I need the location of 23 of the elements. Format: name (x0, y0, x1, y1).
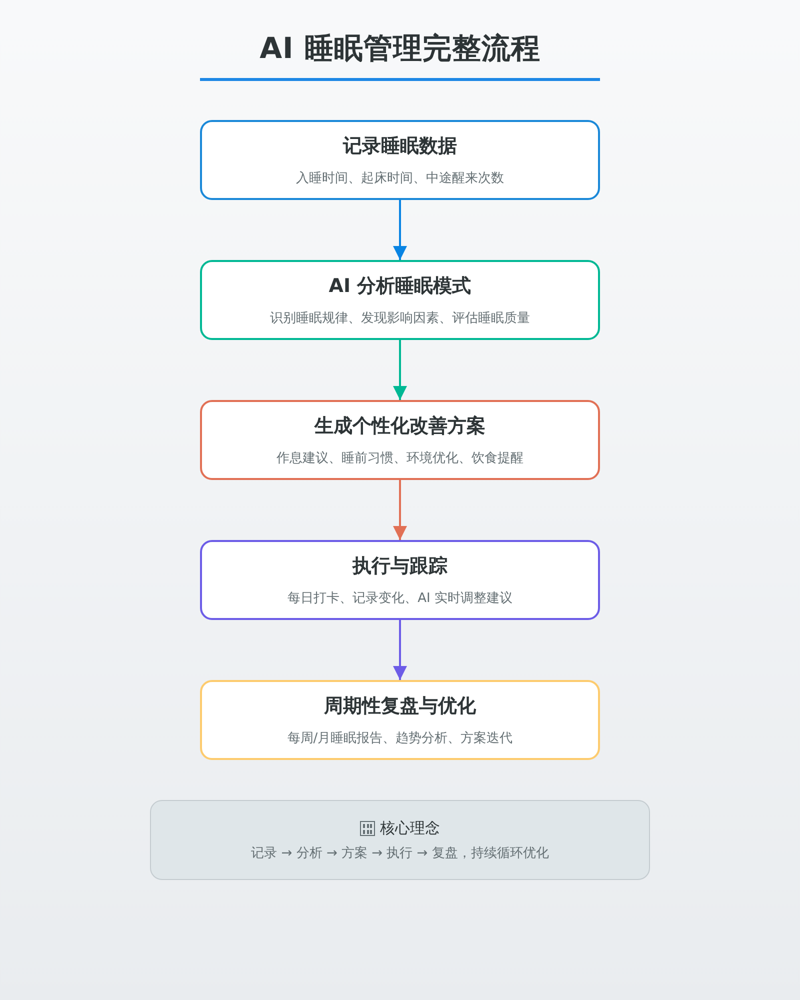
step-title: 记录睡眠数据 (343, 134, 457, 158)
step-description: 每周/月睡眠报告、趋势分析、方案迭代 (287, 730, 513, 748)
note-heading: 核心理念 (380, 818, 440, 839)
diagram-title: AI 睡眠管理完整流程 (260, 30, 540, 67)
step-description: 识别睡眠规律、发现影响因素、评估睡眠质量 (270, 310, 530, 328)
arrow (393, 620, 407, 680)
note-text: 记录 → 分析 → 方案 → 执行 → 复盘，持续循环优化 (251, 845, 549, 863)
step-title: 生成个性化改善方案 (314, 414, 486, 438)
arrow (393, 200, 407, 260)
step-title: AI 分析睡眠模式 (328, 274, 472, 298)
arrow (393, 340, 407, 400)
process-box (200, 260, 600, 340)
process-box (200, 400, 600, 480)
process-box (200, 540, 600, 620)
step-title: 执行与跟踪 (352, 554, 448, 578)
process-box (200, 120, 600, 200)
step-description: 每日打卡、记录变化、AI 实时调整建议 (288, 590, 512, 608)
note-panel (150, 800, 650, 880)
step-description: 入睡时间、起床时间、中途醒来次数 (296, 170, 504, 188)
step-description: 作息建议、睡前习惯、环境优化、饮食提醒 (276, 450, 524, 468)
arrow (393, 480, 407, 540)
step-title: 周期性复盘与优化 (324, 694, 476, 718)
process-box (200, 680, 600, 760)
